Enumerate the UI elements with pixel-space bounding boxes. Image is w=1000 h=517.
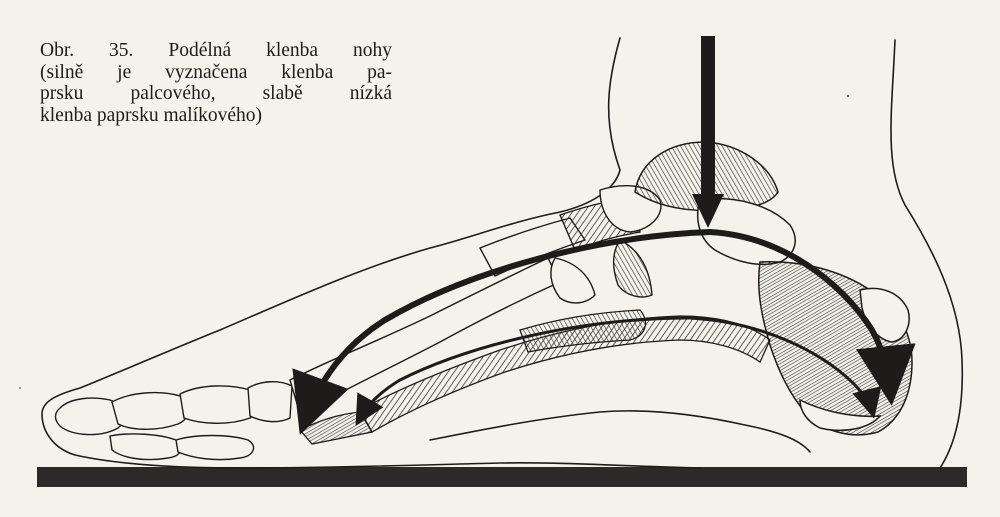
ground-line (37, 467, 967, 487)
load-arrow (692, 36, 724, 228)
toe-bones (56, 382, 293, 460)
